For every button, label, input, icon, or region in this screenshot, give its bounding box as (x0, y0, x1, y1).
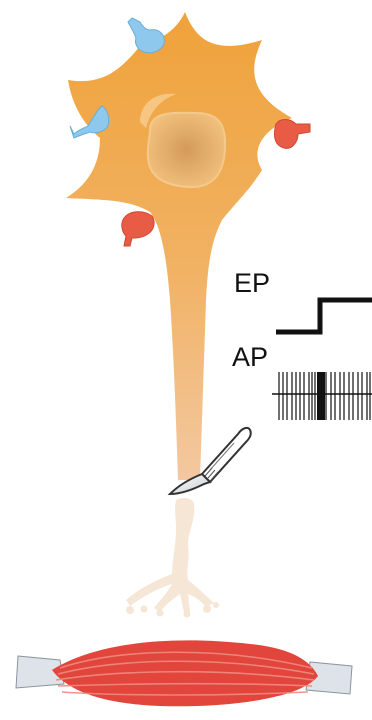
axon-terminal (126, 498, 219, 618)
ep-trace (276, 300, 372, 332)
muscle (16, 640, 352, 706)
neuron-soma (66, 12, 292, 480)
scalpel-handle (202, 428, 251, 482)
ap-label: AP (232, 342, 268, 372)
neuron (66, 12, 292, 480)
inhibitory-synapse (122, 212, 154, 246)
ap-spike-train (279, 372, 370, 420)
ep-label: EP (234, 268, 270, 298)
muscle-belly (52, 640, 318, 706)
excitatory-synapse (128, 18, 164, 53)
nucleus (148, 113, 225, 187)
inhibitory-synapse (274, 120, 310, 149)
